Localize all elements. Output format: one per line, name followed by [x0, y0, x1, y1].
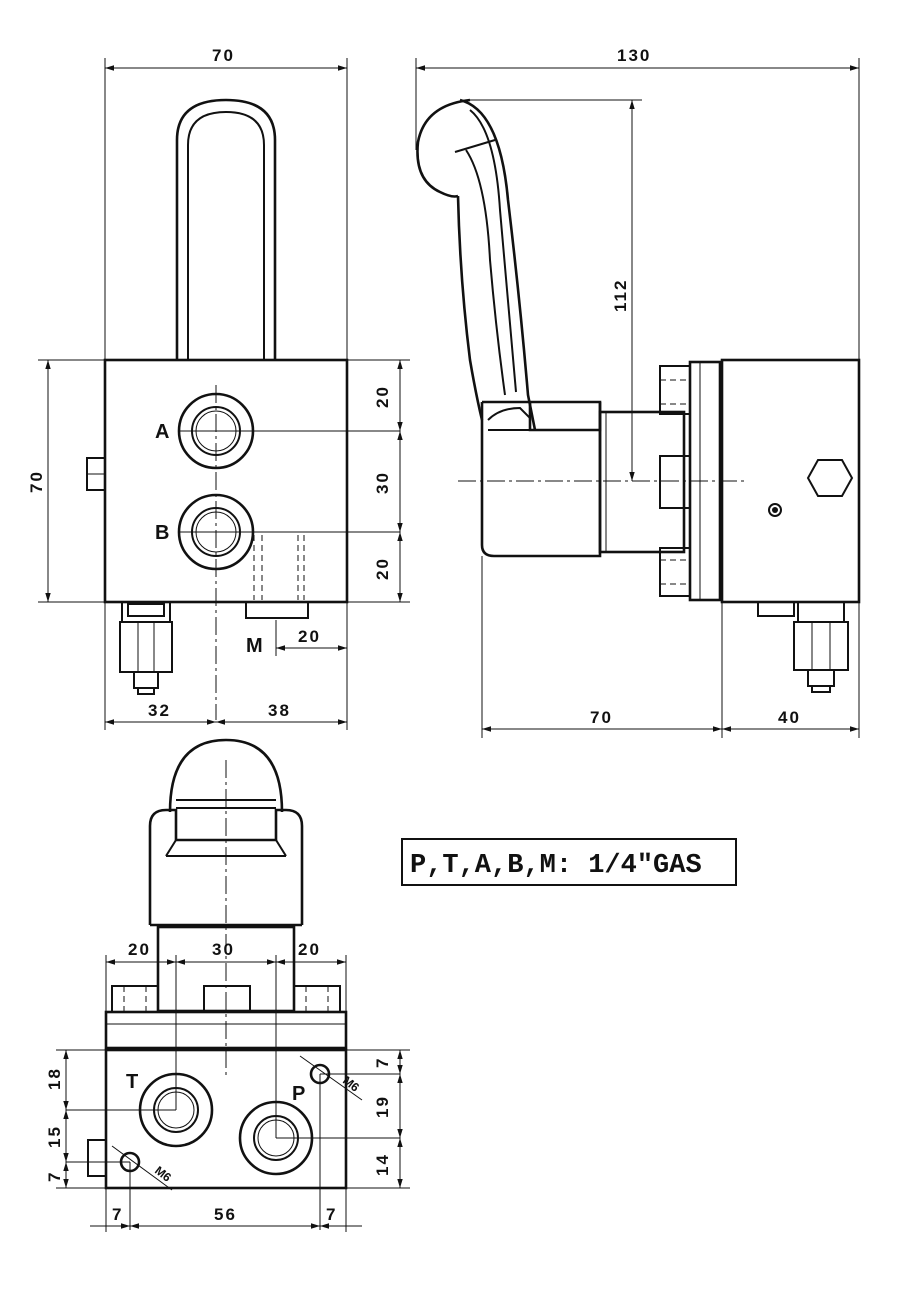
- dim-bv-bottom-mid: 56: [214, 1205, 237, 1224]
- dim-side-body: 70: [590, 708, 613, 727]
- dim-bottom-left: 32: [148, 701, 171, 720]
- dim-port-top: 20: [373, 385, 392, 408]
- dim-top-left: 20: [128, 940, 151, 959]
- note-text: P,T,A,B,M: 1/4"GAS: [410, 851, 702, 881]
- port-t-label: T: [126, 1071, 138, 1093]
- dim-bv-right-14: 14: [373, 1153, 392, 1176]
- dim-side-block: 40: [778, 708, 801, 727]
- dim-top-mid: 30: [212, 940, 235, 959]
- m6-right-label: M6: [340, 1073, 362, 1094]
- front-view: A B M 70 70 20 30 20 20 32 38: [27, 46, 410, 730]
- dim-bv-right-19: 19: [373, 1095, 392, 1118]
- dim-bv-left-7: 7: [45, 1171, 64, 1182]
- dim-m-offset: 20: [298, 627, 321, 646]
- dim-port-mid: 30: [373, 471, 392, 494]
- bottom-view: M6 M6 T P 20 30 20 18 15 7 7 19 14: [45, 738, 410, 1232]
- port-p-label: P: [292, 1083, 305, 1105]
- dim-lever-height: 112: [611, 279, 630, 312]
- dim-port-bottom: 20: [373, 557, 392, 580]
- port-b-label: B: [155, 522, 169, 544]
- dim-top-right: 20: [298, 940, 321, 959]
- port-a-label: A: [155, 421, 169, 443]
- dim-bv-left-18: 18: [45, 1067, 64, 1090]
- dim-front-width: 70: [212, 46, 235, 65]
- dim-bv-right-7: 7: [373, 1057, 392, 1068]
- m6-left-label: M6: [152, 1163, 174, 1184]
- dim-front-height: 70: [27, 470, 46, 493]
- port-m-label: M: [246, 635, 263, 657]
- side-view: 130 112 70 40: [415, 46, 861, 738]
- dim-bv-left-15: 15: [45, 1125, 64, 1148]
- dim-bottom-right: 38: [268, 701, 291, 720]
- dim-bv-bottom-right: 7: [326, 1205, 337, 1224]
- dim-side-total: 130: [617, 46, 651, 65]
- port-size-note: P,T,A,B,M: 1/4"GAS: [401, 838, 737, 886]
- dim-bv-bottom-left: 7: [112, 1205, 123, 1224]
